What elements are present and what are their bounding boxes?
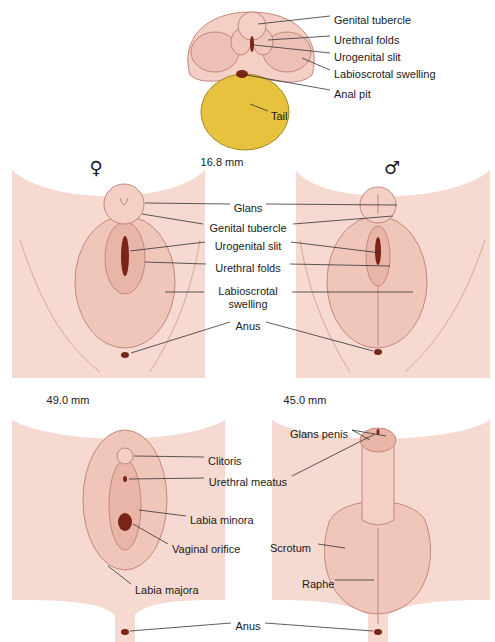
- part-label: Urogenital slit: [334, 51, 401, 64]
- part-label: Tail: [271, 110, 288, 123]
- part-label: Labia minora: [190, 514, 254, 527]
- part-label: Genital tubercle: [209, 222, 286, 235]
- part-label: Anus: [235, 320, 260, 333]
- part-label: Urethral folds: [334, 34, 399, 47]
- part-label: Anus: [235, 620, 260, 633]
- part-label: Urethral meatus: [209, 476, 287, 489]
- size-label: 16.8 mm: [201, 156, 244, 169]
- part-label: Urethral folds: [215, 262, 280, 275]
- part-label: Scrotum: [270, 542, 311, 555]
- sex-symbol: ♀: [89, 158, 102, 178]
- part-label: Glans: [234, 202, 263, 215]
- part-label: Labioscrotal swelling: [334, 68, 436, 81]
- part-label: Raphe: [302, 578, 334, 591]
- part-label: Anal pit: [334, 88, 371, 101]
- size-label: 45.0 mm: [284, 394, 327, 407]
- part-label: Clitoris: [208, 455, 242, 468]
- size-label: 49.0 mm: [47, 394, 90, 407]
- part-label: Genital tubercle: [334, 14, 411, 27]
- sex-symbol: ♂: [384, 158, 400, 178]
- part-label: Labia majora: [135, 584, 199, 597]
- part-label: Labioscrotal swelling: [206, 285, 290, 311]
- part-label: Vaginal orifice: [172, 543, 240, 556]
- part-label: Urogenital slit: [215, 240, 282, 253]
- leader-lines: [108, 16, 413, 631]
- part-label: Glans penis: [290, 428, 348, 441]
